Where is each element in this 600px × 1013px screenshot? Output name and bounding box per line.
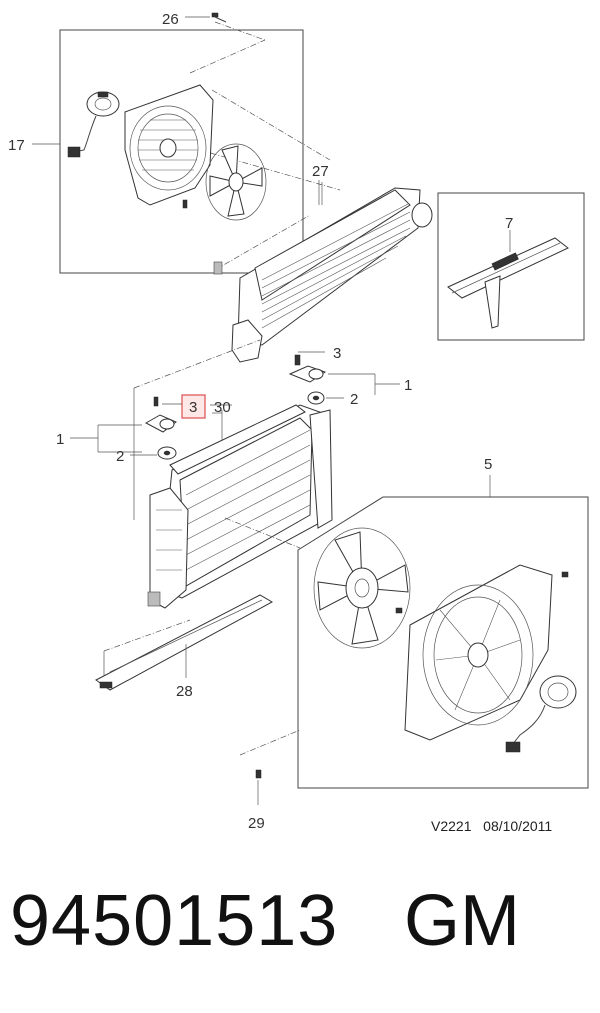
intercooler-27 (213, 182, 433, 363)
callout-26: 26 (162, 11, 179, 28)
callout-3-left-highlighted: 3 (189, 399, 197, 416)
brand-name: GM (404, 881, 520, 961)
callout-30: 30 (214, 399, 231, 416)
drawing-reference: V2221 08/10/2011 (431, 818, 553, 834)
callout-3-right: 3 (333, 345, 341, 362)
exploded-parts-diagram: 26 17 27 7 3 1 2 3 30 1 2 5 28 29 (8, 11, 589, 832)
screw-26 (211, 12, 227, 23)
callout-5: 5 (484, 456, 492, 473)
callout-7: 7 (505, 215, 513, 232)
mount-group-left (70, 394, 206, 460)
callout-29: 29 (248, 815, 265, 832)
callout-28: 28 (176, 683, 193, 700)
callout-1-left: 1 (56, 431, 64, 448)
callout-2-left: 2 (116, 448, 124, 465)
callout-2-right: 2 (350, 391, 358, 408)
callout-27: 27 (312, 163, 329, 180)
highlight-box (181, 394, 206, 419)
mount-group-right (288, 351, 400, 405)
lower-baffle-28 (95, 594, 274, 691)
part-number: 94501513 (10, 881, 339, 961)
callout-1-right: 1 (404, 377, 412, 394)
callout-17: 17 (8, 137, 25, 154)
upper-fan-assembly (59, 21, 341, 274)
detail-box-7 (437, 192, 585, 341)
screw-29 (255, 769, 262, 805)
radiator-30 (133, 339, 333, 609)
lower-fan-assembly (224, 475, 589, 789)
